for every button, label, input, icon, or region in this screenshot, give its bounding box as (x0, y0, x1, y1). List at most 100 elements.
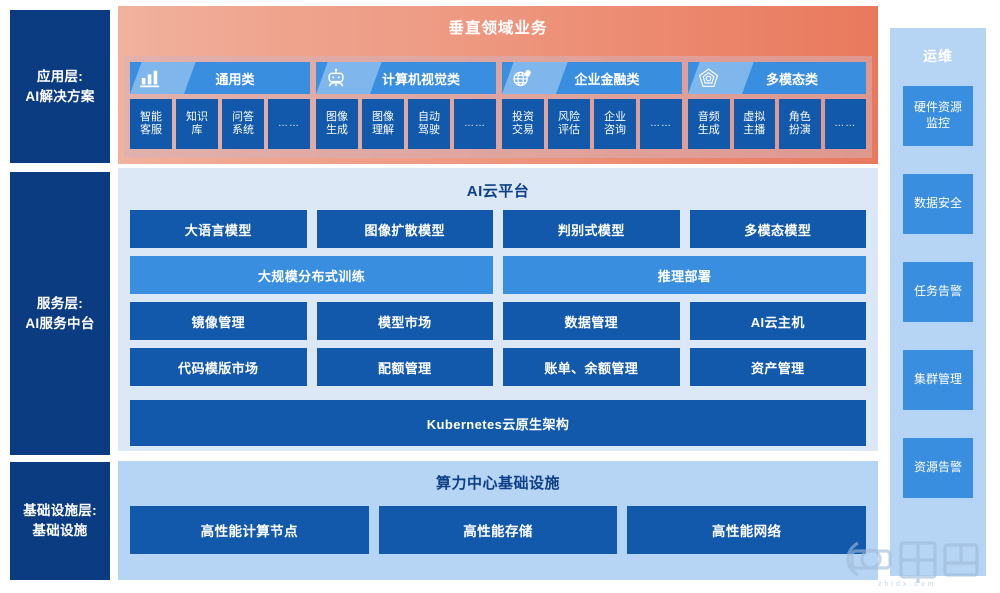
chip-item[interactable]: 问答系统 (222, 99, 264, 149)
ops-item-resource-alerts[interactable]: 资源告警 (903, 438, 973, 498)
ai-cloud-platform-title: AI云平台 (466, 183, 530, 200)
layer-label-application: 应用层: AI解决方案 (10, 10, 110, 163)
category-general-label: 通用类 (215, 71, 255, 87)
chip-label: 智能客服 (140, 110, 162, 136)
chip-label: …… (464, 118, 486, 129)
application-layer-panel: 垂直领域业务 通用类 智能客 (118, 6, 878, 164)
category-general-header[interactable]: 通用类 (130, 62, 310, 94)
infrastructure-row: 高性能计算节点 高性能存储 高性能网络 (130, 506, 867, 554)
tile-inference-deployment[interactable]: 推理部署 (503, 256, 866, 294)
category-computer-vision-header[interactable]: 计算机视觉类 (316, 62, 496, 94)
chip-label: 企业咨询 (604, 110, 626, 136)
ops-item-data-security[interactable]: 数据安全 (903, 174, 973, 234)
pentagon-badge-icon (688, 62, 728, 94)
chip-item[interactable]: 知识库 (176, 99, 218, 149)
category-multimodal-header[interactable]: 多模态类 (688, 62, 866, 94)
vertical-business-banner-title: 垂直领域业务 (448, 20, 548, 37)
chip-item[interactable]: 音频生成 (688, 99, 730, 149)
tile-multimodal-model[interactable]: 多模态模型 (689, 210, 866, 248)
category-general-items: 智能客服 知识库 问答系统 …… (130, 99, 310, 149)
tile-code-template-marketplace[interactable]: 代码模版市场 (130, 348, 307, 386)
layer-service-sub: AI服务中台 (25, 315, 95, 331)
watermark-sub-text: zhidx.com (878, 581, 937, 588)
service-row-training-inference: 大规模分布式训练 推理部署 (130, 256, 866, 294)
chip-item[interactable]: 风险评估 (548, 99, 590, 149)
chip-item[interactable]: 智能客服 (130, 99, 172, 149)
tile-ai-cloud-host[interactable]: AI云主机 (689, 302, 866, 340)
layer-application-name: 应用层: (36, 68, 84, 84)
chip-item-ellipsis[interactable]: …… (454, 99, 496, 149)
ops-item-label: 资源告警 (913, 460, 962, 475)
layer-infrastructure-sub: 基础设施 (32, 523, 88, 538)
service-row-management-a: 镜像管理 模型市场 数据管理 AI云主机 (130, 302, 866, 340)
layer-application-sub: AI解决方案 (25, 88, 95, 104)
chip-item-ellipsis[interactable]: …… (268, 99, 310, 149)
operations-title: 运维 (923, 48, 953, 64)
ops-item-label: 硬件资源监控 (913, 100, 962, 130)
service-layer-panel: AI云平台 大语言模型 图像扩散模型 判别式模型 多模态模型 大规模分布式训练 … (118, 168, 878, 451)
tile-discriminative-model[interactable]: 判别式模型 (503, 210, 680, 248)
tile-diffusion-model[interactable]: 图像扩散模型 (316, 210, 493, 248)
chip-item[interactable]: 虚拟主播 (733, 99, 775, 149)
tile-distributed-training[interactable]: 大规模分布式训练 (130, 256, 493, 294)
tile-hp-storage[interactable]: 高性能存储 (378, 506, 618, 554)
chip-label: …… (650, 118, 672, 129)
ops-item-label: 数据安全 (913, 196, 962, 211)
ops-item-task-alerts[interactable]: 任务告警 (903, 262, 973, 322)
chip-item[interactable]: 图像生成 (316, 99, 358, 149)
ops-item-label: 集群管理 (913, 372, 962, 387)
chip-item-ellipsis[interactable]: …… (824, 99, 866, 149)
chip-label: 虚拟主播 (743, 110, 766, 136)
tile-kubernetes-cloud-native[interactable]: Kubernetes云原生架构 (130, 400, 866, 446)
chip-item[interactable]: 图像理解 (362, 99, 404, 149)
tile-quota-management[interactable]: 配额管理 (316, 348, 493, 386)
tile-asset-management[interactable]: 资产管理 (689, 348, 866, 386)
chip-item[interactable]: 投资交易 (502, 99, 544, 149)
operations-items-container: 硬件资源监控 数据安全 任务告警 集群管理 资源告警 (903, 86, 973, 526)
layer-label-service: 服务层: AI服务中台 (10, 172, 110, 455)
chip-label: 自动驾驶 (418, 110, 440, 136)
chip-item[interactable]: 企业咨询 (594, 99, 636, 149)
compute-center-infrastructure-title: 算力中心基础设施 (435, 475, 560, 492)
service-tiles-container: 大语言模型 图像扩散模型 判别式模型 多模态模型 大规模分布式训练 推理部署 镜… (130, 210, 866, 454)
category-enterprise-finance-header[interactable]: 企业金融类 (502, 62, 682, 94)
layer-infrastructure-name: 基础设施层: (23, 503, 97, 519)
chip-label: 投资交易 (512, 110, 534, 136)
chip-label: 音频生成 (697, 110, 720, 136)
category-enterprise-finance-items: 投资交易 风险评估 企业咨询 …… (502, 99, 682, 149)
ops-item-hardware-monitoring[interactable]: 硬件资源监控 (903, 86, 973, 146)
category-computer-vision-items: 图像生成 图像理解 自动驾驶 …… (316, 99, 496, 149)
service-row-models: 大语言模型 图像扩散模型 判别式模型 多模态模型 (130, 210, 866, 248)
chip-item[interactable]: 角色扮演 (779, 99, 821, 149)
chip-item[interactable]: 自动驾驶 (408, 99, 450, 149)
chip-label: 角色扮演 (788, 110, 811, 136)
tile-billing-balance-management[interactable]: 账单、余额管理 (503, 348, 680, 386)
tile-hp-network[interactable]: 高性能网络 (627, 506, 867, 554)
tile-data-management[interactable]: 数据管理 (503, 302, 680, 340)
application-categories-container: 通用类 智能客服 知识库 问答系统 …… (124, 56, 872, 158)
chip-label: 问答系统 (232, 110, 254, 136)
service-row-kubernetes: Kubernetes云原生架构 (130, 400, 866, 446)
ops-item-cluster-management[interactable]: 集群管理 (903, 350, 973, 410)
category-multimodal-label: 多模态类 (765, 71, 818, 87)
chip-label: 风险评估 (558, 110, 580, 136)
service-row-management-b: 代码模版市场 配额管理 账单、余额管理 资产管理 (130, 348, 866, 386)
robot-head-icon (316, 62, 356, 94)
tile-model-marketplace[interactable]: 模型市场 (316, 302, 493, 340)
chip-label: …… (278, 118, 300, 129)
category-multimodal-items: 音频生成 虚拟主播 角色扮演 …… (688, 99, 866, 149)
tile-hpc-node[interactable]: 高性能计算节点 (130, 506, 369, 554)
chip-item-ellipsis[interactable]: …… (640, 99, 682, 149)
chip-label: 图像理解 (372, 110, 394, 136)
ops-item-label: 任务告警 (913, 284, 962, 299)
bar-chart-icon (130, 62, 170, 94)
infrastructure-layer-panel: 算力中心基础设施 高性能计算节点 高性能存储 高性能网络 (118, 461, 878, 580)
category-multimodal: 多模态类 音频生成 虚拟主播 角色扮演 …… (688, 62, 866, 152)
globe-pin-icon (502, 62, 542, 94)
category-enterprise-finance-label: 企业金融类 (574, 71, 640, 87)
tile-image-management[interactable]: 镜像管理 (130, 302, 307, 340)
infrastructure-tiles-container: 高性能计算节点 高性能存储 高性能网络 (130, 506, 867, 562)
tile-llm[interactable]: 大语言模型 (130, 210, 307, 248)
chip-label: 图像生成 (326, 110, 348, 136)
